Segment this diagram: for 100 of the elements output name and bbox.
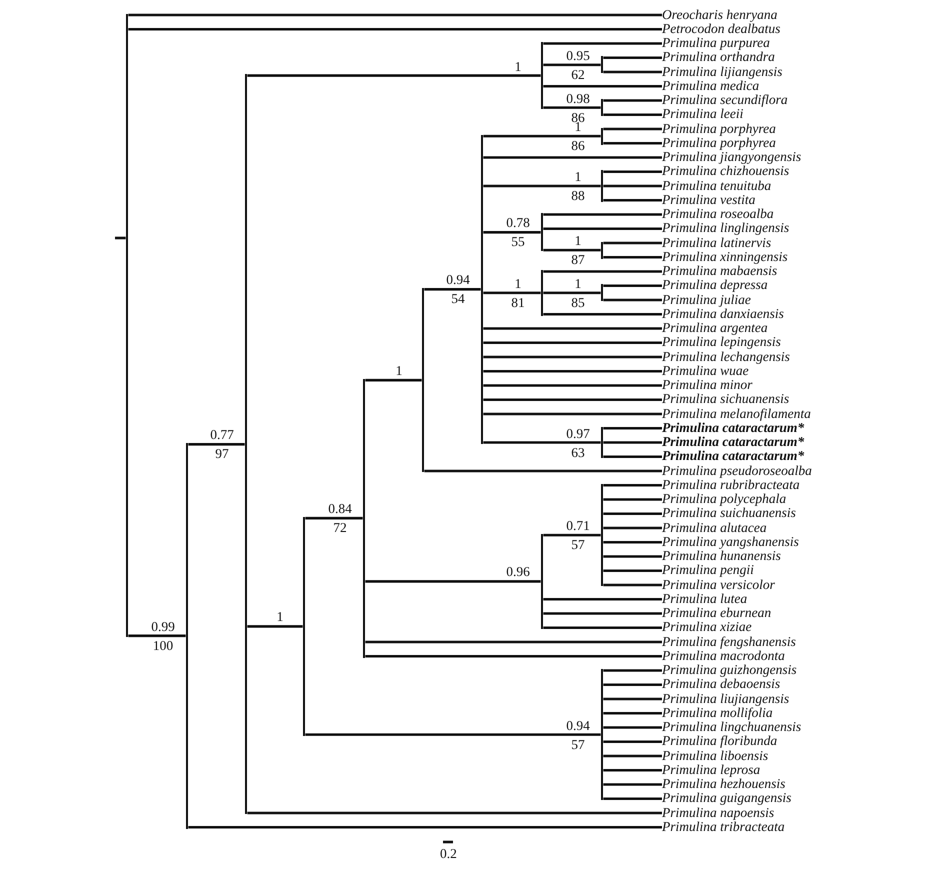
taxon-label: Primulina danxiaensis bbox=[662, 306, 784, 322]
taxon-label: Primulina guizhongensis bbox=[662, 662, 797, 678]
tree-branch bbox=[603, 526, 662, 530]
posterior-probability: 0.99 bbox=[150, 618, 176, 634]
taxon-label: Primulina latinervis bbox=[662, 234, 772, 250]
tree-branch bbox=[603, 740, 662, 744]
tree-branch bbox=[603, 555, 662, 558]
clade-junction-line bbox=[600, 56, 604, 74]
taxon-label: Primulina suichuanensis bbox=[662, 505, 796, 522]
tree-branch bbox=[603, 242, 662, 244]
taxon-label: Primulina cataractarum* bbox=[662, 448, 804, 464]
taxon-label: Primulina leeii bbox=[662, 106, 744, 122]
tree-branch bbox=[603, 128, 662, 130]
posterior-probability: 0.98 bbox=[565, 90, 591, 106]
tree-branch bbox=[128, 14, 662, 16]
clade-junction-line bbox=[540, 213, 544, 252]
taxon-label: Primulina sichuanensis bbox=[662, 391, 790, 408]
tree-branch bbox=[483, 231, 541, 234]
tree-branch bbox=[483, 134, 601, 138]
tree-branch bbox=[365, 580, 541, 583]
posterior-probability: 0.78 bbox=[505, 215, 531, 230]
taxon-label: Primulina debaoensis bbox=[662, 676, 780, 692]
taxon-label: Primulina pengii bbox=[662, 562, 754, 578]
tree-branch bbox=[483, 292, 541, 294]
posterior-probability: 0.77 bbox=[209, 427, 235, 442]
taxon-label: Primulina lijiangensis bbox=[662, 64, 782, 80]
tree-branch bbox=[603, 113, 662, 116]
tree-branch bbox=[543, 84, 662, 88]
taxon-label: Primulina fengshanensis bbox=[662, 634, 796, 650]
taxon-label: Primulina polycephala bbox=[662, 491, 786, 507]
taxon-label: Primulina argentea bbox=[662, 320, 768, 336]
tree-branch bbox=[603, 170, 662, 174]
bootstrap-value: 97 bbox=[214, 446, 230, 462]
tree-branch bbox=[483, 398, 662, 402]
bootstrap-value: 63 bbox=[570, 444, 586, 460]
tree-branch bbox=[603, 142, 662, 145]
clade-junction-line bbox=[600, 284, 604, 302]
taxon-label: Primulina guigangensis bbox=[662, 790, 792, 806]
taxon-label: Primulina yangshanensis bbox=[662, 534, 799, 550]
bootstrap-value: 54 bbox=[450, 291, 466, 306]
tree-branch bbox=[603, 484, 662, 487]
taxon-label: Primulina alutacea bbox=[662, 520, 767, 536]
bootstrap-value: 81 bbox=[510, 294, 526, 310]
taxon-label: Primulina tribracteata bbox=[662, 818, 785, 835]
tree-branch bbox=[543, 227, 662, 230]
taxon-label: Primulina cataractarum* bbox=[662, 420, 804, 436]
tree-branch bbox=[365, 378, 422, 382]
clade-junction-line bbox=[244, 74, 248, 814]
taxon-label: Primulina wuae bbox=[662, 362, 749, 379]
bootstrap-value: 85 bbox=[570, 294, 586, 310]
tree-branch bbox=[603, 99, 662, 102]
posterior-probability: 0.84 bbox=[327, 501, 353, 516]
clade-junction-line bbox=[540, 270, 544, 316]
taxon-label: Primulina pseudoroseoalba bbox=[662, 462, 812, 478]
clade-junction-line bbox=[600, 426, 604, 458]
tree-branch bbox=[424, 288, 481, 291]
taxon-label: Primulina eburnean bbox=[662, 605, 772, 621]
tree-branch bbox=[188, 442, 245, 446]
taxon-label: Primulina hezhouensis bbox=[662, 776, 786, 792]
tree-branch bbox=[603, 455, 662, 458]
tree-branch bbox=[305, 516, 363, 520]
taxon-label: Primulina xinningensis bbox=[662, 248, 788, 265]
taxon-label: Primulina purpurea bbox=[662, 35, 770, 51]
tree-branch bbox=[188, 826, 662, 829]
tree-branch bbox=[603, 284, 662, 288]
posterior-probability: 1 bbox=[514, 58, 522, 74]
tree-branch bbox=[603, 70, 662, 74]
tree-branch bbox=[603, 498, 662, 501]
bootstrap-value: 57 bbox=[570, 736, 586, 752]
taxon-label: Petrocodon dealbatus bbox=[662, 20, 780, 37]
clade-junction-line bbox=[540, 534, 544, 630]
posterior-probability: 0.94 bbox=[445, 272, 471, 288]
tree-branch bbox=[603, 669, 662, 672]
taxon-label: Primulina orthandra bbox=[662, 49, 775, 66]
taxon-label: Primulina juliae bbox=[662, 292, 751, 308]
tree-branch bbox=[247, 625, 303, 628]
posterior-probability: 1 bbox=[574, 169, 582, 184]
tree-branch bbox=[543, 64, 601, 66]
tree-branch bbox=[603, 256, 662, 259]
tree-branch bbox=[483, 370, 662, 373]
tree-branch bbox=[603, 184, 662, 188]
posterior-probability: 0.97 bbox=[565, 426, 591, 440]
clade-junction-line bbox=[600, 669, 604, 800]
posterior-probability: 1 bbox=[394, 363, 404, 378]
tree-branch bbox=[603, 512, 662, 516]
taxon-label: Primulina roseoalba bbox=[662, 206, 774, 222]
clade-junction-line bbox=[600, 242, 604, 259]
tree-branch bbox=[543, 312, 662, 316]
tree-branch bbox=[483, 184, 601, 188]
tree-branch bbox=[603, 712, 662, 715]
clade-junction-line bbox=[600, 484, 604, 586]
tree-branch bbox=[603, 698, 662, 700]
taxon-label: Primulina hunanensis bbox=[662, 548, 781, 564]
tree-branch bbox=[483, 384, 662, 387]
taxon-label: Primulina macrodonta bbox=[662, 648, 785, 664]
tree-branch bbox=[603, 298, 662, 302]
posterior-probability: 1 bbox=[574, 276, 582, 291]
tree-branch bbox=[483, 356, 662, 358]
tree-branch bbox=[543, 213, 662, 216]
tree-branch bbox=[543, 598, 662, 601]
